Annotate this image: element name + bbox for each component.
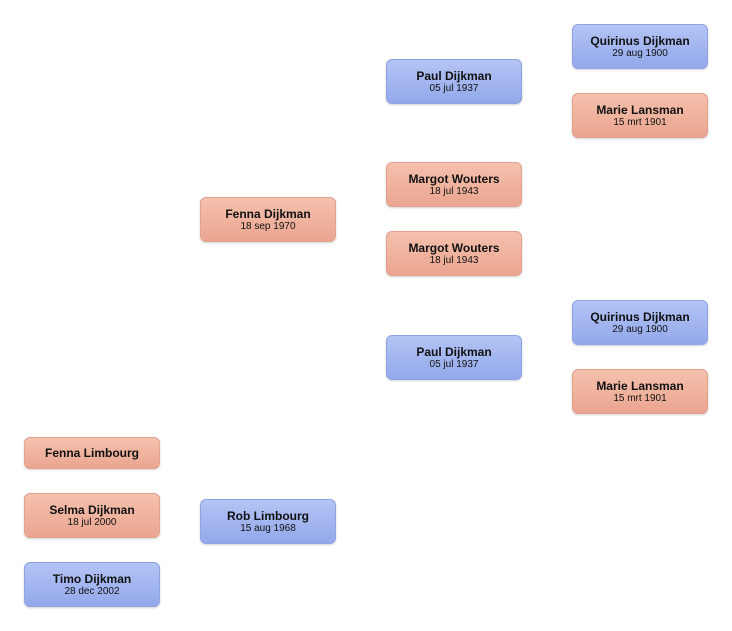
person-card-fenna-limbourg[interactable]: Fenna Limbourg (24, 437, 160, 469)
person-name: Quirinus Dijkman (590, 33, 690, 48)
person-name: Margot Wouters (408, 171, 500, 186)
person-card-marie-lansman[interactable]: Marie Lansman 15 mrt 1901 (572, 369, 708, 414)
person-date: 28 dec 2002 (64, 585, 120, 597)
person-date: 29 aug 1900 (612, 323, 668, 335)
person-name: Selma Dijkman (49, 502, 135, 517)
person-date: 29 aug 1900 (612, 47, 668, 59)
person-date: 18 sep 1970 (240, 220, 296, 232)
person-card-selma-dijkman[interactable]: Selma Dijkman 18 jul 2000 (24, 493, 160, 538)
person-date: 15 mrt 1901 (613, 116, 667, 128)
person-date: 15 mrt 1901 (613, 392, 667, 404)
person-name: Paul Dijkman (416, 344, 492, 359)
person-date: 15 aug 1968 (240, 522, 296, 534)
person-name: Fenna Limbourg (45, 446, 139, 460)
person-card-margot-wouters[interactable]: Margot Wouters 18 jul 1943 (386, 162, 522, 207)
person-card-fenna-dijkman[interactable]: Fenna Dijkman 18 sep 1970 (200, 197, 336, 242)
person-card-marie-lansman[interactable]: Marie Lansman 15 mrt 1901 (572, 93, 708, 138)
person-card-paul-dijkman[interactable]: Paul Dijkman 05 jul 1937 (386, 335, 522, 380)
person-card-quirinus-dijkman[interactable]: Quirinus Dijkman 29 aug 1900 (572, 24, 708, 69)
person-name: Marie Lansman (596, 378, 684, 393)
person-date: 18 jul 1943 (429, 185, 479, 197)
person-card-paul-dijkman[interactable]: Paul Dijkman 05 jul 1937 (386, 59, 522, 104)
person-name: Timo Dijkman (52, 571, 132, 586)
person-date: 05 jul 1937 (429, 358, 479, 370)
person-date: 05 jul 1937 (429, 82, 479, 94)
person-card-rob-limbourg[interactable]: Rob Limbourg 15 aug 1968 (200, 499, 336, 544)
person-card-quirinus-dijkman[interactable]: Quirinus Dijkman 29 aug 1900 (572, 300, 708, 345)
person-name: Rob Limbourg (227, 508, 309, 523)
person-date: 18 jul 1943 (429, 254, 479, 266)
person-date: 18 jul 2000 (67, 516, 117, 528)
person-name: Margot Wouters (408, 240, 500, 255)
person-name: Quirinus Dijkman (590, 309, 690, 324)
person-name: Paul Dijkman (416, 68, 492, 83)
person-card-timo-dijkman[interactable]: Timo Dijkman 28 dec 2002 (24, 562, 160, 607)
person-card-margot-wouters[interactable]: Margot Wouters 18 jul 1943 (386, 231, 522, 276)
person-name: Marie Lansman (596, 102, 684, 117)
person-name: Fenna Dijkman (225, 206, 311, 221)
